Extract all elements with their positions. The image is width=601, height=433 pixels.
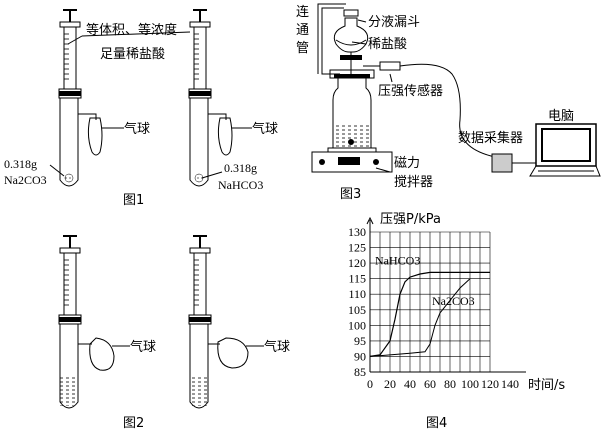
figure-1: 等体积、等浓度 足量稀盐酸 气球 气球 0.318g Na2CO3 0.318g…: [4, 9, 278, 208]
liquid-left-fig2: [60, 376, 78, 406]
y-tick-label: 90: [354, 349, 366, 363]
x-tick-label: 100: [461, 377, 479, 391]
pressure-sensor-label: 压强传感器: [378, 83, 443, 99]
figure-3: 连 通 管 分液漏斗 稀盐酸 压强传感器 数据采集器 电脑 磁力 搅拌器 图3: [296, 3, 601, 202]
left-mass-label: 0.318g: [4, 157, 37, 171]
flask-liquid: [334, 124, 370, 152]
caption-figure-2: 图2: [123, 416, 144, 431]
y-tick-label: 105: [348, 303, 366, 317]
y-tick-label: 110: [348, 287, 366, 301]
powder-left-fig1: [64, 173, 74, 183]
syringe-left-fig2: [58, 235, 82, 325]
test-tube-right-fig1: [189, 98, 209, 187]
y-axis-arrow: [366, 216, 374, 225]
liquid-right-fig2: [190, 376, 208, 406]
syringe-left-fig1: [58, 9, 82, 99]
separatory-funnel: [333, 17, 369, 53]
connecting-tube-label-1: 连: [296, 4, 309, 20]
y-tick-label: 125: [348, 241, 366, 255]
x-tick-label: 80: [444, 377, 456, 391]
separatory-funnel-label: 分液漏斗: [368, 14, 420, 30]
y-tick-label: 115: [348, 272, 366, 286]
series-line-Na2CO3: [369, 278, 471, 357]
syringe-right-fig2: [188, 235, 212, 325]
balloon-label-left-fig1: 气球: [124, 121, 150, 137]
caption-figure-3: 图3: [340, 187, 361, 202]
right-mass-label: 0.318g: [224, 161, 257, 175]
syringe-right-fig1: [188, 9, 212, 99]
balloon-label-left-fig2: 气球: [130, 339, 156, 355]
computer: [529, 123, 601, 177]
x-tick-label: 140: [501, 377, 519, 391]
syringe-label-line2: 足量稀盐酸: [100, 47, 165, 62]
acid-label: 稀盐酸: [368, 37, 407, 52]
pressure-sensor: [379, 61, 401, 71]
stir-bar: [348, 139, 354, 145]
chart-ylabel: 压强P/kPa: [380, 212, 441, 227]
balloon-left-fig2: [89, 337, 115, 371]
data-collector: [491, 153, 513, 173]
series-line-NaHCO3: [369, 271, 490, 357]
x-tick-label: 40: [404, 377, 416, 391]
right-compound-label: NaHCO3: [218, 178, 263, 192]
series-label-Na2CO3: Na2CO3: [432, 294, 475, 308]
x-tick-label: 0: [367, 377, 373, 391]
stirrer-label-line2: 搅拌器: [394, 174, 433, 190]
caption-figure-1: 图1: [123, 193, 144, 208]
connecting-tube: [317, 3, 346, 75]
caption-figure-4: 图4: [426, 416, 447, 431]
syringe-label-line1: 等体积、等浓度: [86, 22, 177, 38]
x-tick-label: 60: [424, 377, 436, 391]
chart-axes: [366, 216, 526, 373]
y-tick-label: 130: [348, 225, 366, 239]
balloon-label-right-fig1: 气球: [252, 121, 278, 137]
stirrer-label-line1: 磁力: [394, 156, 420, 171]
left-compound-label: Na2CO3: [4, 173, 47, 187]
powder-right-fig1: [194, 173, 204, 183]
y-tick-label: 100: [348, 318, 366, 332]
y-tick-label: 120: [348, 256, 366, 270]
series-label-NaHCO3: NaHCO3: [375, 254, 420, 268]
figure-2: 气球 气球 图2: [58, 235, 290, 431]
x-tick-label: 120: [481, 377, 499, 391]
balloon-left-fig1: [87, 117, 103, 156]
balloon-right-fig1: [217, 117, 233, 156]
x-tick-label: 20: [384, 377, 396, 391]
connecting-tube-label-3: 管: [296, 41, 309, 56]
balloon-label-right-fig2: 气球: [264, 339, 290, 355]
connecting-tube-label-2: 通: [296, 23, 309, 38]
y-tick-label: 85: [354, 365, 366, 379]
chart-xlabel: 时间/s: [528, 378, 565, 393]
data-collector-label: 数据采集器: [458, 130, 523, 146]
test-tube-left-fig1: [59, 98, 79, 187]
computer-label: 电脑: [548, 109, 574, 124]
balloon-right-fig2: [217, 337, 249, 369]
y-tick-label: 95: [354, 334, 366, 348]
